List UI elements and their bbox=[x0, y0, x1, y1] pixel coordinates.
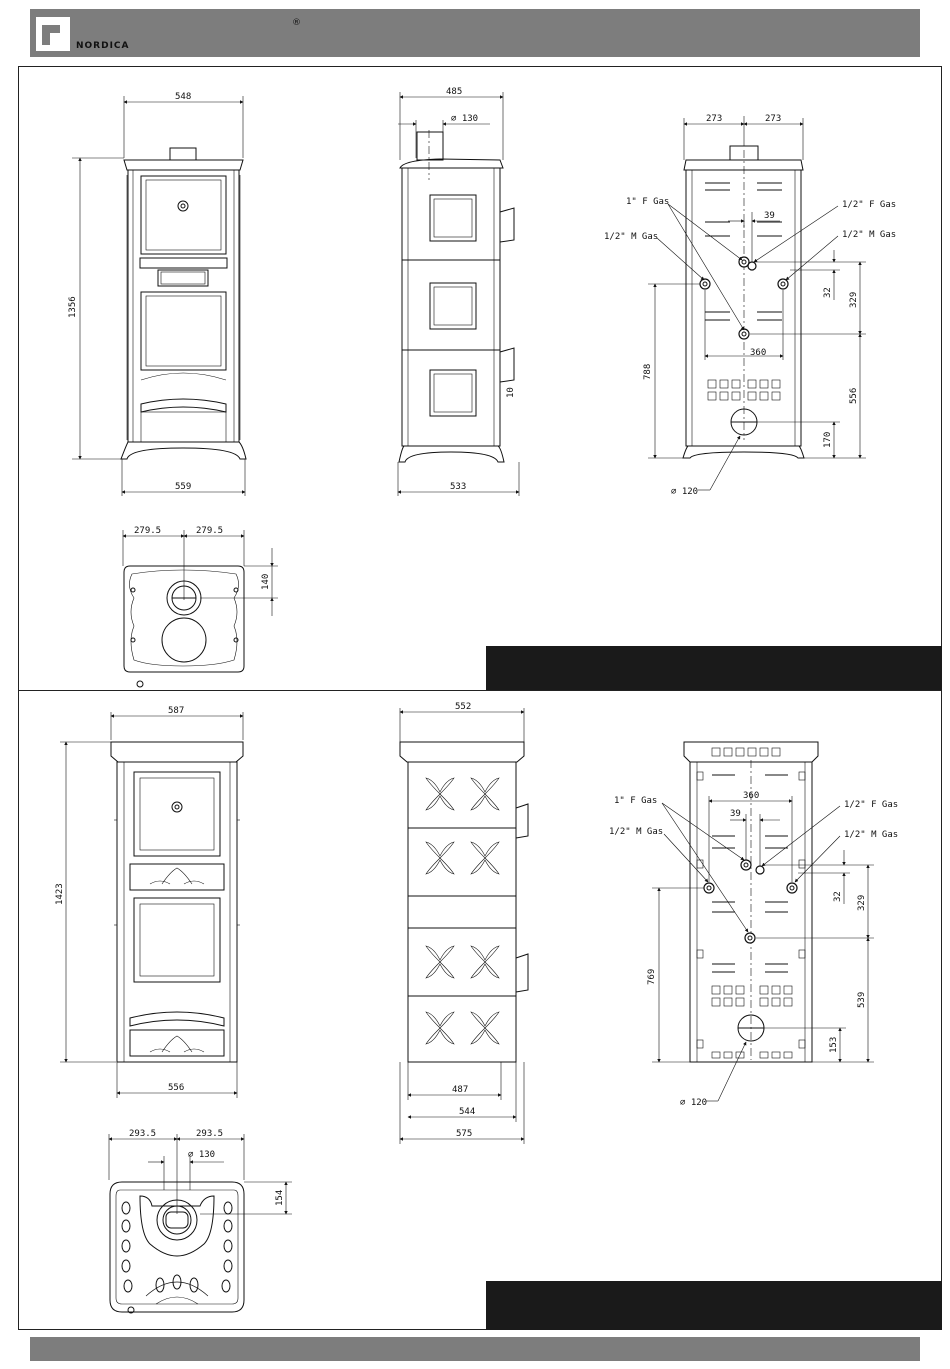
dim-a-rear-170: 170 bbox=[823, 432, 833, 448]
rear-b-bottom-slots bbox=[712, 1052, 792, 1058]
label-a-12m-gas-right: 1/2" M Gas bbox=[842, 230, 896, 240]
label-b-12f-gas: 1/2" F Gas bbox=[844, 800, 898, 810]
dim-b-side-544: 544 bbox=[459, 1107, 475, 1117]
dim-b-top-right: 293.5 bbox=[196, 1129, 223, 1139]
label-b-1f-gas: 1" F Gas bbox=[614, 796, 657, 806]
model-a-front-view: 548 1356 559 bbox=[68, 92, 246, 496]
dim-a-side-flue: ⌀ 130 bbox=[451, 114, 478, 124]
top-b-petal-holes bbox=[122, 1202, 232, 1292]
dim-a-rear-32: 32 bbox=[823, 287, 833, 298]
label-a-1f-gas: 1" F Gas bbox=[626, 197, 669, 207]
dim-b-rear-769: 769 bbox=[647, 969, 657, 985]
dim-a-rear-556: 556 bbox=[849, 388, 859, 404]
dim-a-rear-left: 273 bbox=[706, 114, 722, 124]
dim-a-rear-39: 39 bbox=[764, 211, 775, 221]
rear-b-top-slots bbox=[712, 748, 780, 756]
dim-a-side-depth: 485 bbox=[446, 87, 462, 97]
model-a-top-view: 279.5 279.5 140 bbox=[123, 526, 278, 687]
dim-a-rear-right: 273 bbox=[765, 114, 781, 124]
model-b-rear-view: 1" F Gas 1/2" M Gas 1/2" F Gas 1/2" M Ga… bbox=[609, 742, 898, 1108]
label-b-12m-gas-left: 1/2" M Gas bbox=[609, 827, 663, 837]
label-b-12m-gas-right: 1/2" M Gas bbox=[844, 830, 898, 840]
model-b-top-view: 293.5 293.5 ⌀ 130 154 bbox=[109, 1129, 292, 1313]
dim-a-side-small: 10 bbox=[506, 387, 516, 398]
rear-a-vent-slots bbox=[705, 183, 782, 320]
dim-b-top-flue: ⌀ 130 bbox=[188, 1150, 215, 1160]
rear-b-grid-holes bbox=[712, 986, 792, 1006]
dim-b-front-width: 587 bbox=[168, 706, 184, 716]
dim-b-rear-329: 329 bbox=[857, 895, 867, 911]
dim-b-rear-flue: ⌀ 120 bbox=[680, 1098, 707, 1108]
dim-b-front-base: 556 bbox=[168, 1083, 184, 1093]
dim-a-rear-788: 788 bbox=[643, 364, 653, 380]
dim-a-top-left: 279.5 bbox=[134, 526, 161, 536]
dim-b-side-487: 487 bbox=[452, 1085, 468, 1095]
model-a-side-view: 485 ⌀ 130 10 533 bbox=[398, 87, 519, 496]
dim-b-rear-32: 32 bbox=[833, 891, 843, 902]
dim-b-side-575: 575 bbox=[456, 1129, 472, 1139]
dim-b-rear-39: 39 bbox=[730, 809, 741, 819]
dim-b-top-left: 293.5 bbox=[129, 1129, 156, 1139]
dim-a-side-base: 533 bbox=[450, 482, 466, 492]
dim-b-rear-153: 153 bbox=[829, 1037, 839, 1053]
side-b-petal-pattern bbox=[426, 778, 499, 1044]
model-b-front-view: 587 1423 556 bbox=[55, 706, 243, 1098]
dim-b-rear-360: 360 bbox=[743, 791, 759, 801]
label-a-12m-gas-left: 1/2" M Gas bbox=[604, 232, 658, 242]
dim-b-front-height: 1423 bbox=[55, 883, 65, 905]
dim-a-front-base: 559 bbox=[175, 482, 191, 492]
dim-a-front-width: 548 bbox=[175, 92, 191, 102]
dim-a-top-right: 279.5 bbox=[196, 526, 223, 536]
label-a-12f-gas: 1/2" F Gas bbox=[842, 200, 896, 210]
dim-a-front-height: 1356 bbox=[68, 296, 78, 318]
dim-a-rear-flue: ⌀ 120 bbox=[671, 487, 698, 497]
dim-b-top-flue-offset: 154 bbox=[275, 1190, 285, 1206]
dim-a-rear-360: 360 bbox=[750, 348, 766, 358]
dim-b-rear-539: 539 bbox=[857, 992, 867, 1008]
model-a-rear-view: 273 273 bbox=[604, 114, 896, 497]
model-b-side-view: 552 487 544 575 bbox=[400, 702, 528, 1144]
dim-b-side-depth: 552 bbox=[455, 702, 471, 712]
dim-a-rear-329: 329 bbox=[849, 292, 859, 308]
dim-a-top-flue-offset: 140 bbox=[261, 574, 271, 590]
